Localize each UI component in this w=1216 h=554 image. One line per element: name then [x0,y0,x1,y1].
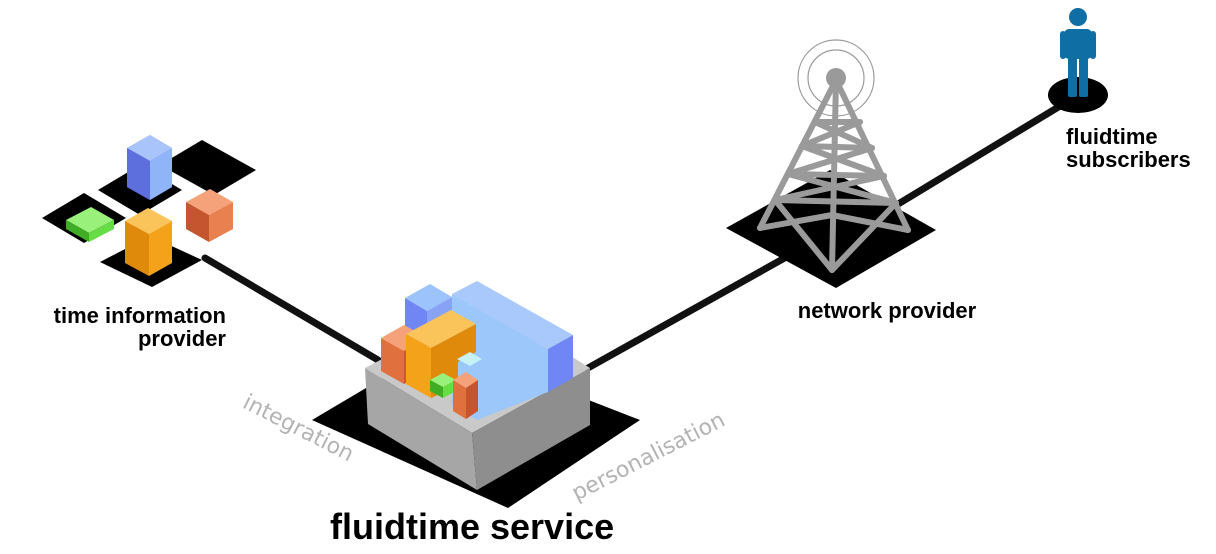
connector-network-to-subscribers [876,96,1074,219]
subscribers-node [1048,8,1108,113]
subscribers-label: fluidtime subscribers [1066,125,1191,171]
time-information-provider-label: time information provider [14,304,226,350]
radio-tower [757,77,911,273]
fluidtime-service-node [312,281,640,508]
network-provider-label: network provider [797,298,977,323]
time-information-provider-node [42,135,256,287]
subscriber-ground-disc [1048,77,1108,113]
connector-service-to-network [584,251,794,372]
blue-building [127,135,172,200]
orange-building [125,208,172,276]
service-base-right [472,368,590,490]
tower-antenna-ball [826,68,846,88]
connector-lines [201,96,1074,372]
service-base-left [365,368,477,490]
green-building [66,207,114,242]
coral-building [186,189,233,242]
subscribers-label-line1: fluidtime [1066,124,1158,149]
time-information-provider-label-line2: provider [137,326,226,352]
subscribers-label-line2: subscribers [1066,147,1191,173]
fluidtime-service-label: fluidtime service [330,506,615,547]
network-provider-node [726,39,936,288]
person-icon [1060,8,1096,97]
time-information-provider-label-line1: time information [53,303,226,328]
service-cubes [381,281,573,420]
connector-provider-to-service [201,254,382,364]
